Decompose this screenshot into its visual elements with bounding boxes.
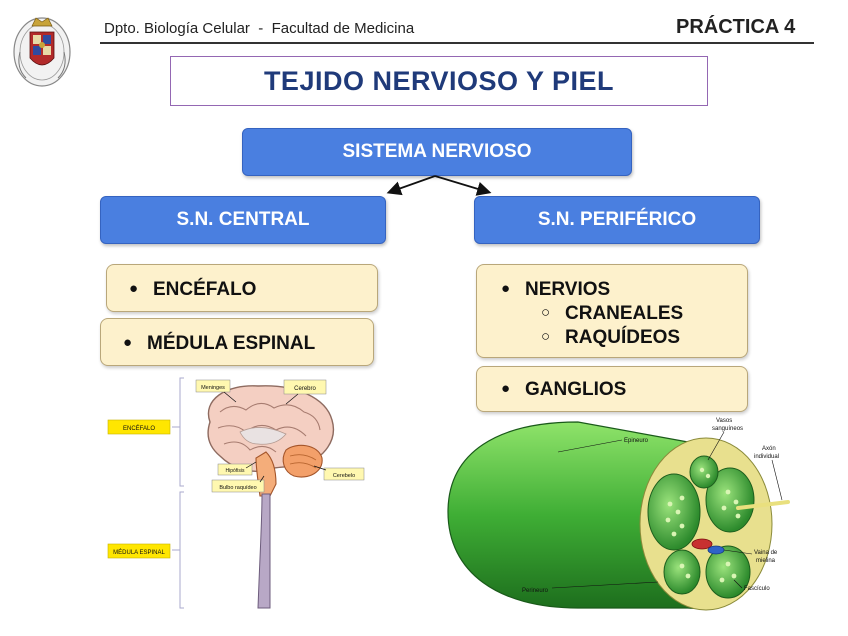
practice-number: PRÁCTICA 4: [676, 16, 796, 38]
axon-strand: [736, 500, 790, 510]
branch-arrows: [386, 175, 492, 196]
item-label: MÉDULA ESPINAL: [147, 333, 316, 354]
label-perineuro: Perineuro: [522, 588, 549, 594]
nerve-cross-section-illustration: Epineuro Vasos sanguíneos Axón individua…: [447, 418, 790, 611]
fascicles-group: [647, 455, 755, 599]
item-encefalo: ● ENCÉFALO: [106, 264, 378, 312]
label-mielina: mielina: [756, 558, 776, 564]
item-label: NERVIOS: [525, 279, 611, 300]
brain-spinal-cord-illustration: ENCÉFALO MÉDULA ESPINAL Meninges Cerebro…: [107, 377, 365, 609]
blood-vessel-red: [691, 538, 713, 550]
label-cerebro: Cerebro: [294, 386, 316, 392]
item-nervios: ● NERVIOS ○ CRANEALES ○ RAQUÍDEOS: [476, 264, 748, 358]
university-crest-icon: [13, 17, 71, 87]
bullet-icon: ●: [129, 280, 139, 297]
label-axon: Axón: [762, 446, 776, 452]
label-vaina: Vaina de: [754, 550, 778, 556]
item-medula-espinal: ● MÉDULA ESPINAL: [100, 318, 374, 366]
circle-bullet-icon: ○: [541, 304, 551, 321]
label-vasos: Vasos: [716, 418, 732, 424]
spinal-cord-shape: [257, 493, 271, 609]
circle-bullet-icon: ○: [541, 328, 551, 345]
page-title-box: TEJIDO NERVIOSO Y PIEL: [170, 56, 708, 106]
tag-medula-text: MÉDULA ESPINAL: [113, 549, 165, 556]
subitem-raquideos: RAQUÍDEOS: [565, 327, 681, 348]
root-node-sistema-nervioso: SISTEMA NERVIOSO: [242, 128, 632, 176]
item-label: ENCÉFALO: [153, 279, 257, 300]
label-individual: individual: [754, 454, 779, 460]
blood-vessel-blue: [707, 545, 725, 555]
label-hipofisis: Hipófisis: [226, 468, 245, 474]
page-title: TEJIDO NERVIOSO Y PIEL: [263, 65, 615, 96]
label-meninges: Meninges: [201, 385, 225, 391]
label-sanguineos: sanguíneos: [712, 426, 743, 432]
label-epineuro: Epineuro: [624, 438, 649, 444]
subitem-craneales: CRANEALES: [565, 303, 684, 324]
label-fasciculo: Fascículo: [744, 586, 770, 592]
tag-medula: [107, 543, 171, 559]
bullet-icon: ●: [501, 380, 511, 397]
department-header: Dpto. Biología Celular - Facultad de Med…: [104, 20, 415, 37]
label-bulbo: Bulbo raquídeo: [219, 485, 256, 491]
label-cerebelo: Cerebelo: [333, 473, 355, 479]
cerebellum-shape: [282, 444, 323, 478]
item-label: GANGLIOS: [525, 379, 627, 400]
header-divider: [100, 42, 814, 44]
bullet-icon: ●: [123, 334, 133, 351]
bullet-icon: ●: [501, 280, 511, 297]
tag-encefalo: [107, 419, 171, 435]
node-sn-central: S.N. CENTRAL: [100, 196, 386, 244]
item-ganglios: ● GANGLIOS: [476, 366, 748, 412]
node-sn-periferico: S.N. PERIFÉRICO: [474, 196, 760, 244]
tag-encefalo-text: ENCÉFALO: [123, 425, 155, 432]
